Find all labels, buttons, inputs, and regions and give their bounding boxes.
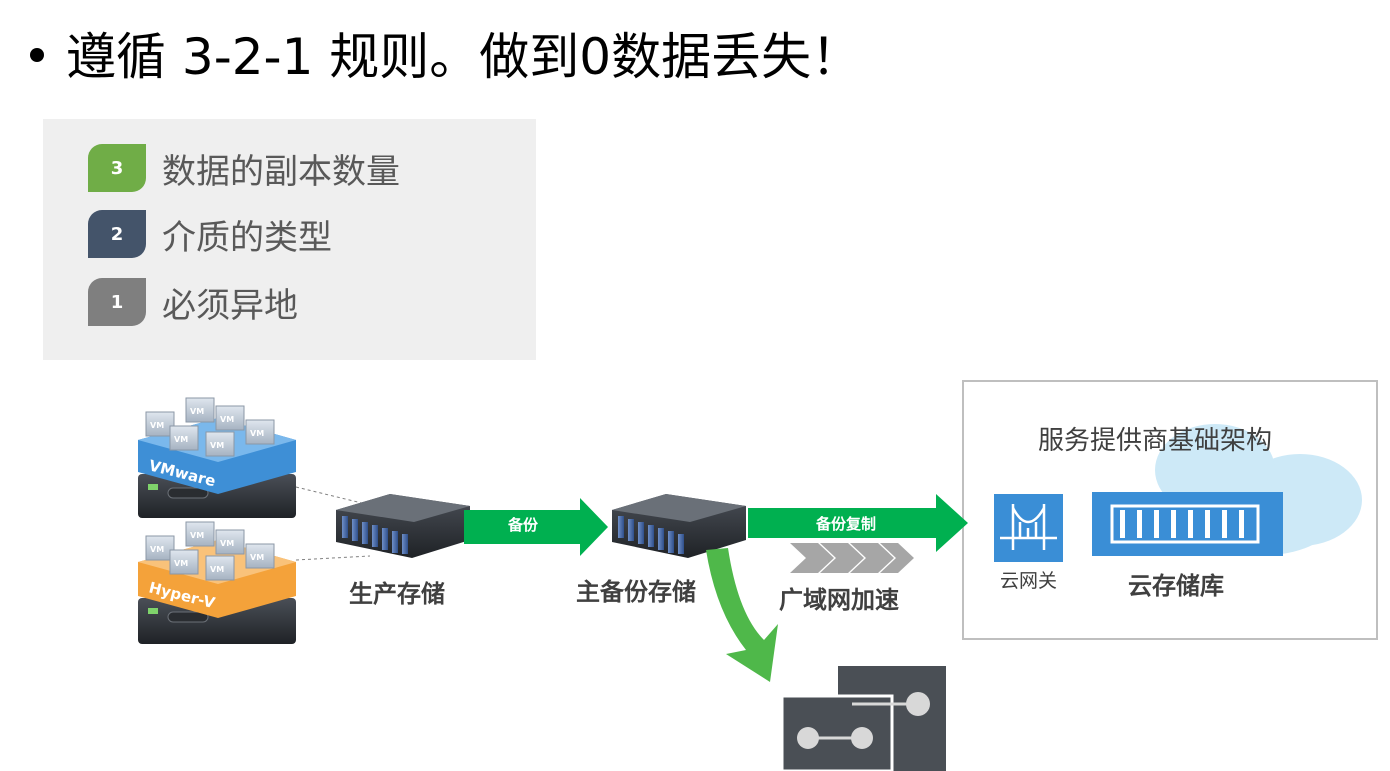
rule-text-2: 介质的类型 <box>162 217 332 258</box>
production-storage-label: 生产存储 <box>349 580 445 608</box>
wan-acceleration-label: 广域网加速 <box>779 586 899 614</box>
production-storage-icon <box>336 494 470 558</box>
rule-badge-2: 2 <box>88 210 146 258</box>
vm-label: VM <box>210 565 224 574</box>
backup-arrow <box>464 498 608 556</box>
connector-line <box>295 555 371 561</box>
wan-acceleration-icon <box>790 543 914 573</box>
vm-label: VM <box>174 435 188 444</box>
connector-line <box>295 486 371 506</box>
vm-label: VM <box>220 539 234 548</box>
cloud-repository-icon <box>1092 492 1283 556</box>
backup-arrow-label: 备份 <box>508 516 539 534</box>
rule-badge-3: 3 <box>88 144 146 192</box>
offsite-arrow <box>706 548 778 682</box>
vm-label: VM <box>190 531 204 540</box>
rule-item-1: 1 必须异地 <box>88 277 298 327</box>
cloud-repository-label: 云存储库 <box>1128 572 1224 600</box>
rule-text-1: 必须异地 <box>162 285 298 326</box>
replication-arrow <box>748 494 968 552</box>
provider-infrastructure-label: 服务提供商基础架构 <box>1038 426 1273 456</box>
vmware-host-icon <box>138 397 296 518</box>
vm-label: VM <box>210 441 224 450</box>
rule-badge-1: 1 <box>88 278 146 326</box>
vm-label: VM <box>220 415 234 424</box>
bullet-icon <box>30 47 44 62</box>
replication-arrow-label: 备份复制 <box>816 515 877 533</box>
title-text: 遵循 3-2-1 规则。做到0数据丢失！ <box>66 28 862 86</box>
rule-item-2: 2 介质的类型 <box>88 209 332 259</box>
rule-text-3: 数据的副本数量 <box>162 151 400 192</box>
vm-label: VM <box>150 421 164 430</box>
primary-backup-storage-label: 主备份存储 <box>576 578 696 606</box>
vm-label: VM <box>174 559 188 568</box>
rule-item-3: 3 数据的副本数量 <box>88 143 400 193</box>
hyperv-host-icon <box>138 521 296 644</box>
vm-label: VM <box>250 553 264 562</box>
cloud-gateway-icon <box>994 494 1063 562</box>
vm-label: VM <box>190 407 204 416</box>
vm-label: VM <box>250 429 264 438</box>
cloud-gateway-label: 云网关 <box>1000 570 1058 592</box>
rule-box: 3 数据的副本数量 2 介质的类型 1 必须异地 <box>43 119 536 360</box>
primary-backup-storage-icon <box>612 494 746 558</box>
page-title: 遵循 3-2-1 规则。做到0数据丢失！ <box>30 22 861 92</box>
vm-label: VM <box>150 545 164 554</box>
tape-media-icon <box>780 666 946 771</box>
